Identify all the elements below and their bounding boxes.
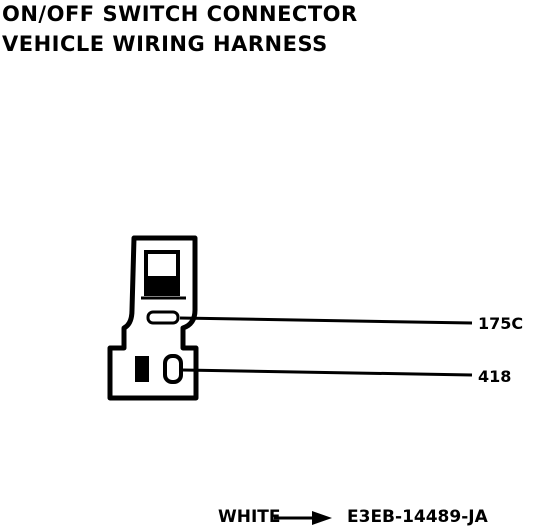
terminal-pair-418 xyxy=(135,354,183,384)
arrow-icon xyxy=(274,511,332,525)
terminal-slot-175c xyxy=(146,310,180,325)
part-code-label: E3EB-14489-JA xyxy=(347,507,488,527)
diagram-title-line-2: VEHICLE WIRING HARNESS xyxy=(2,32,328,56)
connector-body xyxy=(107,235,199,401)
wire-label-175c: 175C xyxy=(478,314,524,333)
diagram-title-line-1: ON/OFF SWITCH CONNECTOR xyxy=(2,2,358,26)
connector-latch xyxy=(141,250,186,300)
wire-label-418: 418 xyxy=(478,367,512,386)
wire-line-418 xyxy=(182,368,473,377)
wire-line-175c xyxy=(179,316,473,325)
connector-color-label: WHITE xyxy=(218,507,281,527)
